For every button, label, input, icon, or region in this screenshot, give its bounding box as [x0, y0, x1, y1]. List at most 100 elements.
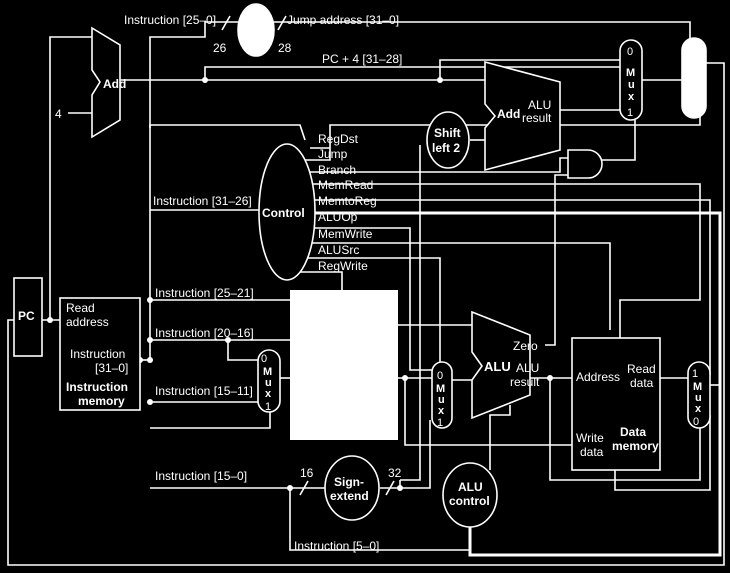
labels: Instruction [25–0] Jump address [31–0] 2… — [18, 13, 702, 553]
jump-shift-ellipse — [237, 3, 275, 57]
label-branch: Branch — [318, 163, 356, 177]
label-alu-res-1: ALU — [516, 361, 539, 375]
branch-and-gate — [567, 149, 603, 179]
pcsrc-mux-x: x — [628, 91, 635, 103]
alusrc-wire — [308, 242, 611, 330]
alu — [471, 310, 531, 420]
regdst-mux — [257, 349, 281, 413]
instr-20-16-mux-wire — [227, 340, 258, 361]
bus-slash — [277, 15, 287, 31]
alusrc-mux — [431, 361, 453, 429]
label-jump: Jump — [318, 147, 348, 161]
label-pc4: PC + 4 [31–28] — [322, 52, 402, 66]
junction — [397, 485, 403, 491]
label-dm-write-1: Write — [576, 431, 604, 445]
label-dm-title-2: memory — [612, 439, 659, 453]
label-im-instr-1: Instruction — [70, 347, 125, 361]
junction — [287, 485, 293, 491]
alu-bypass-wire — [549, 378, 701, 481]
junction — [437, 77, 443, 83]
aluctl-wire — [489, 405, 511, 470]
zero-wire — [545, 174, 570, 346]
data-memory — [571, 337, 661, 471]
label-sign-1: Sign- — [334, 475, 364, 489]
pc4-top-wire — [204, 66, 620, 80]
label-sign-2: extend — [330, 489, 369, 503]
pcsrc-mux-m: M — [626, 67, 635, 79]
junction — [225, 337, 231, 343]
label-control: Control — [262, 206, 305, 220]
label-instr-25-21: Instruction [25–21] — [155, 286, 254, 300]
label-shift-1: Shift — [434, 126, 461, 140]
register-file — [290, 290, 398, 440]
regdst-mux-wire — [150, 412, 271, 429]
jump-mux — [681, 37, 707, 119]
label-instr-20-16: Instruction [20–16] — [155, 326, 254, 340]
pcsrc-mux-0: 0 — [627, 46, 633, 58]
label-im-instr-2: [31–0] — [95, 361, 128, 375]
junction — [147, 297, 153, 303]
label-instr-15-11: Instruction [15–11] — [155, 384, 253, 398]
instr-5-0-wire — [289, 488, 470, 551]
aluop-wire — [312, 211, 722, 557]
memtoreg-mux — [687, 361, 711, 429]
control-top-wire — [149, 124, 306, 141]
wb-loop-wire — [614, 415, 711, 491]
alusrc-mux-1: 1 — [437, 417, 443, 429]
pc-to-add-wire — [49, 36, 92, 320]
label-add: Add — [103, 77, 126, 91]
regdst-mux-x: x — [265, 388, 272, 400]
memtoreg-mux-m: M — [693, 381, 702, 393]
instr-25-0-wire — [149, 21, 245, 360]
junction — [147, 357, 153, 363]
label-dm-address: Address — [576, 370, 620, 384]
label-zero: Zero — [513, 339, 538, 353]
label-alu-res-2: result — [510, 375, 540, 389]
label-memwrite: MemWrite — [318, 227, 373, 241]
label-memtoreg: MemtoReg — [318, 194, 377, 208]
branch-adder — [484, 60, 561, 172]
label-regwrite: RegWrite — [318, 259, 368, 273]
memread-wire — [312, 183, 701, 340]
memtoreg-mux-u: u — [695, 392, 702, 404]
sign-extend — [324, 455, 380, 521]
label-memread: MemRead — [318, 178, 373, 192]
regdst-mux-m: M — [263, 366, 272, 378]
memtoreg-wire — [313, 199, 711, 375]
junction — [147, 399, 153, 405]
shift-left-2 — [426, 111, 470, 169]
memwrite-wire — [310, 227, 432, 371]
branch-wire — [308, 157, 570, 173]
alusrc-mux-u: u — [438, 394, 445, 406]
label-32: 32 — [388, 466, 402, 480]
label-im-title-2: memory — [78, 394, 125, 408]
pcsrc-mux — [619, 39, 643, 121]
instruction-memory — [59, 297, 141, 411]
label-instr-31-26: Instruction [31–26] — [153, 194, 252, 208]
label-four: 4 — [55, 107, 62, 121]
label-16: 16 — [300, 466, 314, 480]
label-dm-title-1: Data — [620, 425, 646, 439]
label-add-branch: Add — [497, 107, 520, 121]
label-alu-control-1: ALU — [458, 480, 483, 494]
label-alu-result-2: result — [522, 111, 552, 125]
shift-in-wire — [400, 145, 421, 481]
regdst-mux-0: 0 — [261, 353, 267, 365]
pc4-mux-wire — [439, 59, 620, 80]
junctions — [47, 77, 553, 491]
label-alu: ALU — [484, 359, 511, 374]
label-28: 28 — [278, 41, 292, 55]
alusrc-mux-x: x — [438, 405, 445, 417]
label-dm-read-2: data — [630, 376, 654, 390]
bus-slashes — [221, 15, 395, 496]
wires — [7, 21, 725, 566]
regwrite-wire — [300, 271, 343, 290]
label-alu-result-1: ALU — [528, 98, 551, 112]
program-counter — [13, 277, 43, 357]
label-dm-read-1: Read — [627, 362, 656, 376]
jump-address-wire — [270, 21, 691, 40]
label-instr-25-0: Instruction [25–0] — [124, 13, 216, 27]
regdst-mux-1: 1 — [265, 401, 271, 413]
